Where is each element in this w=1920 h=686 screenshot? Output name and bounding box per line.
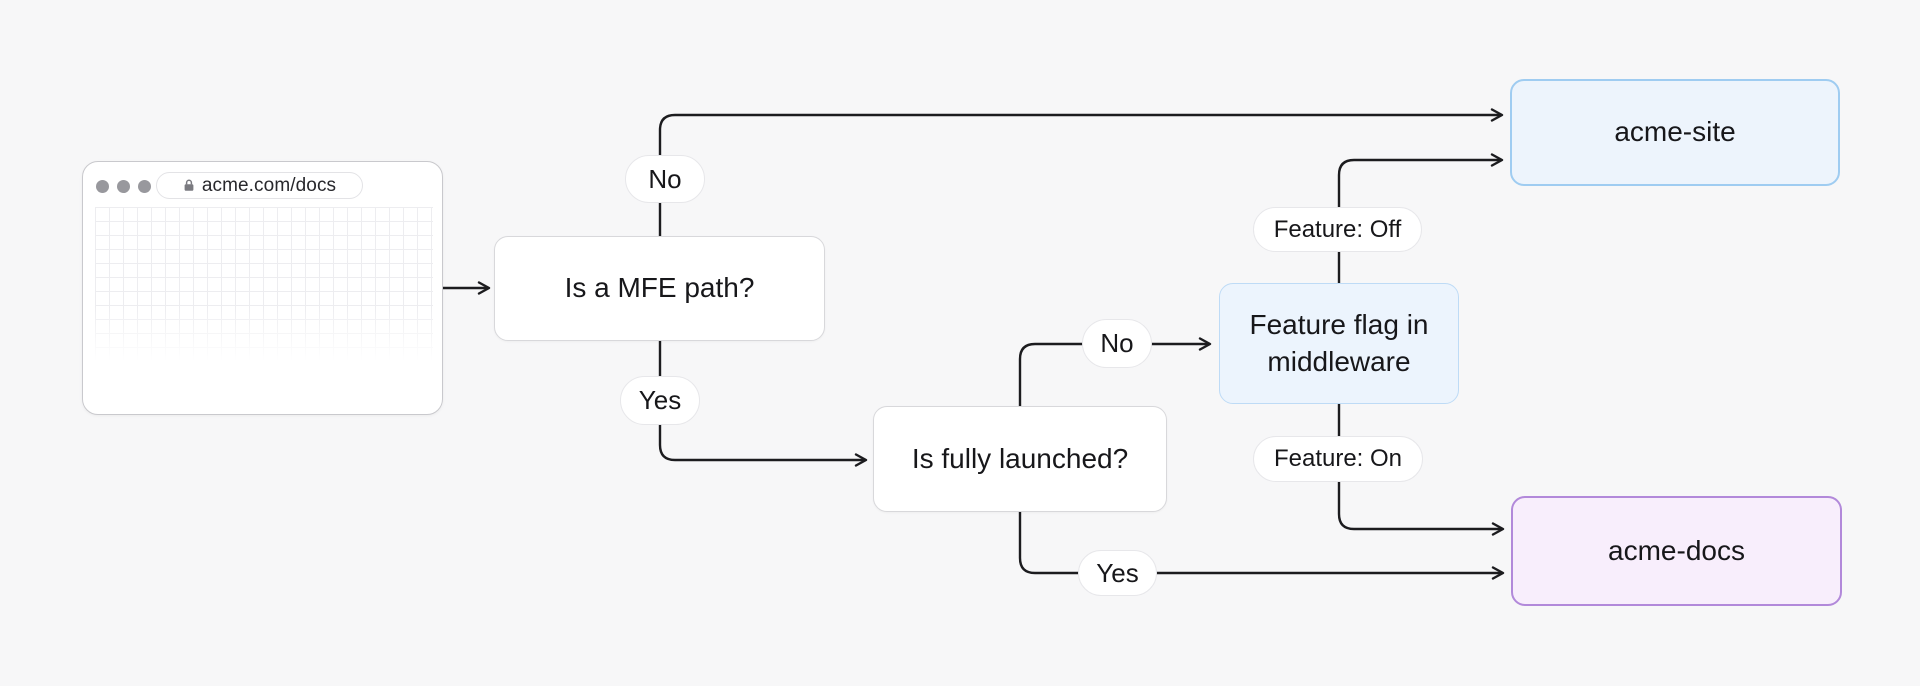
edge-label-feature-off-text: Feature: Off <box>1273 215 1402 243</box>
edge-label-feature-on: Feature: On <box>1253 436 1423 482</box>
edge-label-launched-yes: Yes <box>1078 550 1157 596</box>
edge-label-launched-no: No <box>1082 319 1152 368</box>
edge-label-mfe-yes-text: Yes <box>638 385 682 415</box>
edge-label-launched-no-text: No <box>1100 328 1134 358</box>
node-feature-flag: Feature flag in middleware <box>1219 283 1459 404</box>
url-text: acme.com/docs <box>201 174 337 196</box>
node-mfe-question: Is a MFE path? <box>494 236 825 341</box>
node-acme-docs: acme-docs <box>1511 496 1842 606</box>
edge-mfe-yes-to-launched <box>658 341 868 467</box>
node-launched-question: Is fully launched? <box>873 406 1167 512</box>
node-mfe-question-label: Is a MFE path? <box>564 272 755 304</box>
edge-label-mfe-yes: Yes <box>620 376 700 425</box>
node-acme-site: acme-site <box>1510 79 1840 186</box>
edge-label-feature-off: Feature: Off <box>1253 207 1422 252</box>
edge-label-mfe-no-text: No <box>648 163 682 194</box>
edge-label-feature-on-text: Feature: On <box>1273 445 1403 472</box>
browser-header: acme.com/docs <box>83 162 442 206</box>
edge-launched-no-to-feature <box>1018 337 1212 406</box>
window-control-dot <box>117 180 130 193</box>
lock-icon <box>184 179 194 191</box>
url-bar: acme.com/docs <box>156 172 363 199</box>
browser-mockup: acme.com/docs <box>82 161 443 415</box>
node-launched-question-label: Is fully launched? <box>911 442 1129 474</box>
window-controls <box>96 180 151 193</box>
edge-launched-yes-to-docs <box>1018 512 1505 580</box>
browser-content-grid <box>95 207 433 361</box>
edge-feature-on-to-docs <box>1337 404 1505 536</box>
window-control-dot <box>96 180 109 193</box>
node-acme-site-label: acme-site <box>1614 116 1736 148</box>
edge-label-launched-yes-text: Yes <box>1096 557 1139 588</box>
edge-feature-off-to-site <box>1337 153 1504 283</box>
window-control-dot <box>138 180 151 193</box>
node-acme-docs-label: acme-docs <box>1608 534 1745 566</box>
edge-mfe-no-to-site <box>658 108 1504 236</box>
node-feature-flag-label: Feature flag in middleware <box>1249 309 1429 377</box>
edge-label-mfe-no: No <box>625 155 705 203</box>
